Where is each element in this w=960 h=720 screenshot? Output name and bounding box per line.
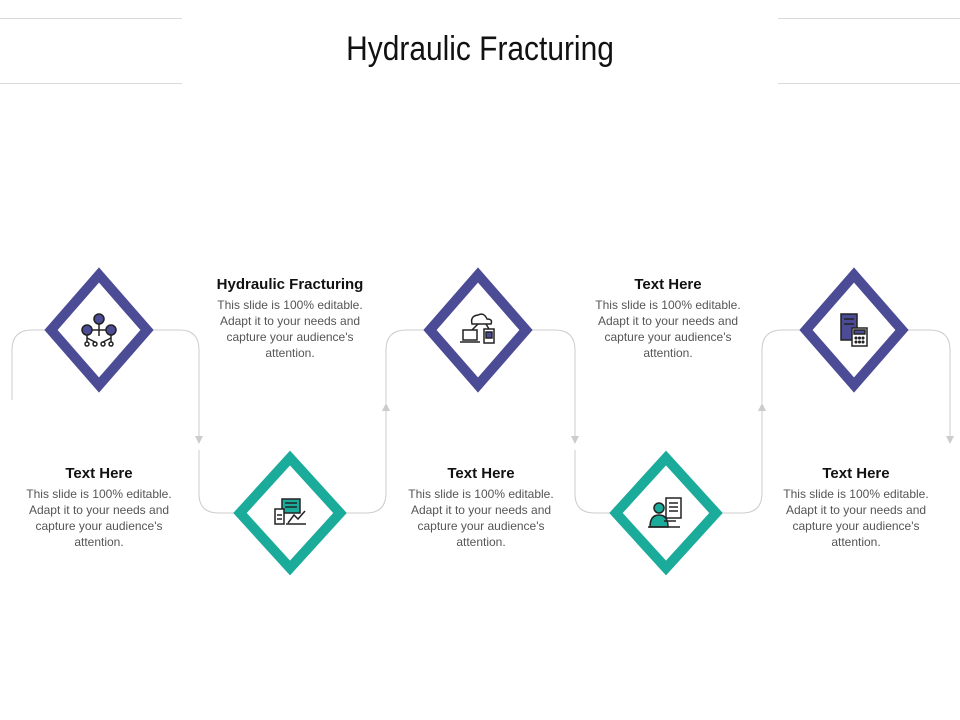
step-3-text: Text Here This slide is 100% editable. A… xyxy=(406,465,556,550)
connector-1-2 xyxy=(150,329,238,514)
arrow-up-4 xyxy=(758,403,766,411)
step-2-text: Hydraulic Fracturing This slide is 100% … xyxy=(206,276,374,361)
step-5-text: Text Here This slide is 100% editable. A… xyxy=(781,465,931,550)
step-5-heading: Text Here xyxy=(822,465,890,482)
step-3-heading: Text Here xyxy=(447,465,515,482)
arrow-down-1 xyxy=(195,436,203,444)
connector-start xyxy=(11,329,48,400)
arrow-up-2 xyxy=(382,403,390,411)
connector-4-5 xyxy=(719,329,803,514)
online-learning-icon xyxy=(648,497,682,528)
arrow-down-5 xyxy=(946,436,954,444)
step-3-body: This slide is 100% editable. Adapt it to… xyxy=(408,487,554,549)
header-rule-left-top xyxy=(0,18,182,19)
header-rule-left-bottom xyxy=(0,83,182,84)
page-title: Hydraulic Fracturing xyxy=(346,30,614,68)
step-1-body: This slide is 100% editable. Adapt it to… xyxy=(26,487,172,549)
step-5-body: This slide is 100% editable. Adapt it to… xyxy=(783,487,929,549)
step-2-body: This slide is 100% editable. Adapt it to… xyxy=(217,298,363,360)
calculator-document-icon xyxy=(840,313,868,347)
network-nodes-icon xyxy=(81,313,117,347)
cloud-devices-icon xyxy=(460,313,495,344)
step-2-heading: Hydraulic Fracturing xyxy=(216,276,364,293)
step-4-text: Text Here This slide is 100% editable. A… xyxy=(593,276,743,361)
step-4-body: This slide is 100% editable. Adapt it to… xyxy=(595,298,741,360)
arrow-down-3 xyxy=(571,436,579,444)
step-4-heading: Text Here xyxy=(634,276,702,293)
connector-3-4 xyxy=(530,329,614,514)
step-1-text: Text Here This slide is 100% editable. A… xyxy=(24,465,174,550)
connector-2-3 xyxy=(343,329,426,514)
header-rule-right-bottom xyxy=(778,83,960,84)
finance-report-icon xyxy=(274,498,306,525)
header-rule-right-top xyxy=(778,18,960,19)
connector-end xyxy=(906,329,951,436)
step-1-heading: Text Here xyxy=(65,465,133,482)
diamond-3 xyxy=(423,267,533,393)
